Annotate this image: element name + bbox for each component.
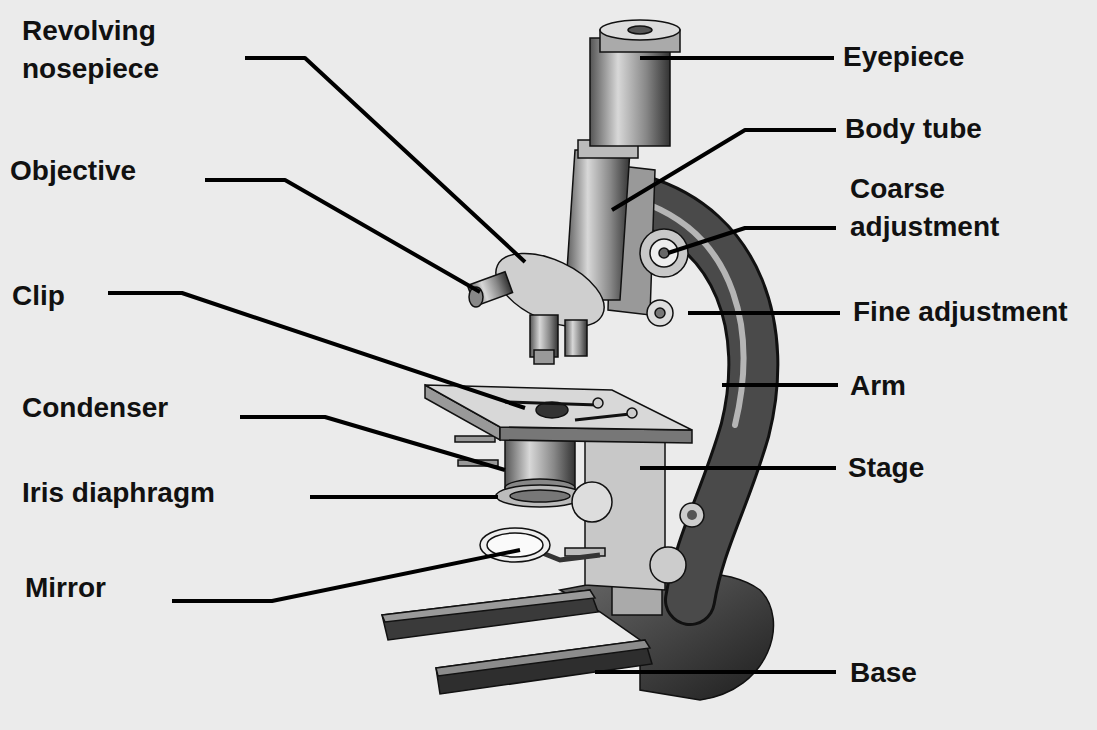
nosepiece-shape [467,238,615,364]
part-label: Stage [848,449,924,487]
part-label: Iris diaphragm [22,474,215,512]
part-label: Body tube [845,110,982,148]
part-label: Coarse adjustment [850,170,1050,246]
condenser-shape [496,440,584,507]
part-label: Base [850,654,917,692]
part-label: Eyepiece [843,38,964,76]
part-label: Mirror [25,569,106,607]
part-label: Objective [10,152,136,190]
part-label: Clip [12,277,65,315]
mirror-shape [480,528,600,562]
eyepiece-shape [590,20,680,146]
stage-shape [425,385,692,443]
focus-knobs [640,229,688,326]
stage-knobs [455,436,686,583]
part-label: Revolving nosepiece [22,12,197,88]
leader-lines [108,58,840,672]
part-label: Condenser [22,389,168,427]
part-label: Arm [850,367,906,405]
part-label: Fine adjustment [853,293,1068,331]
